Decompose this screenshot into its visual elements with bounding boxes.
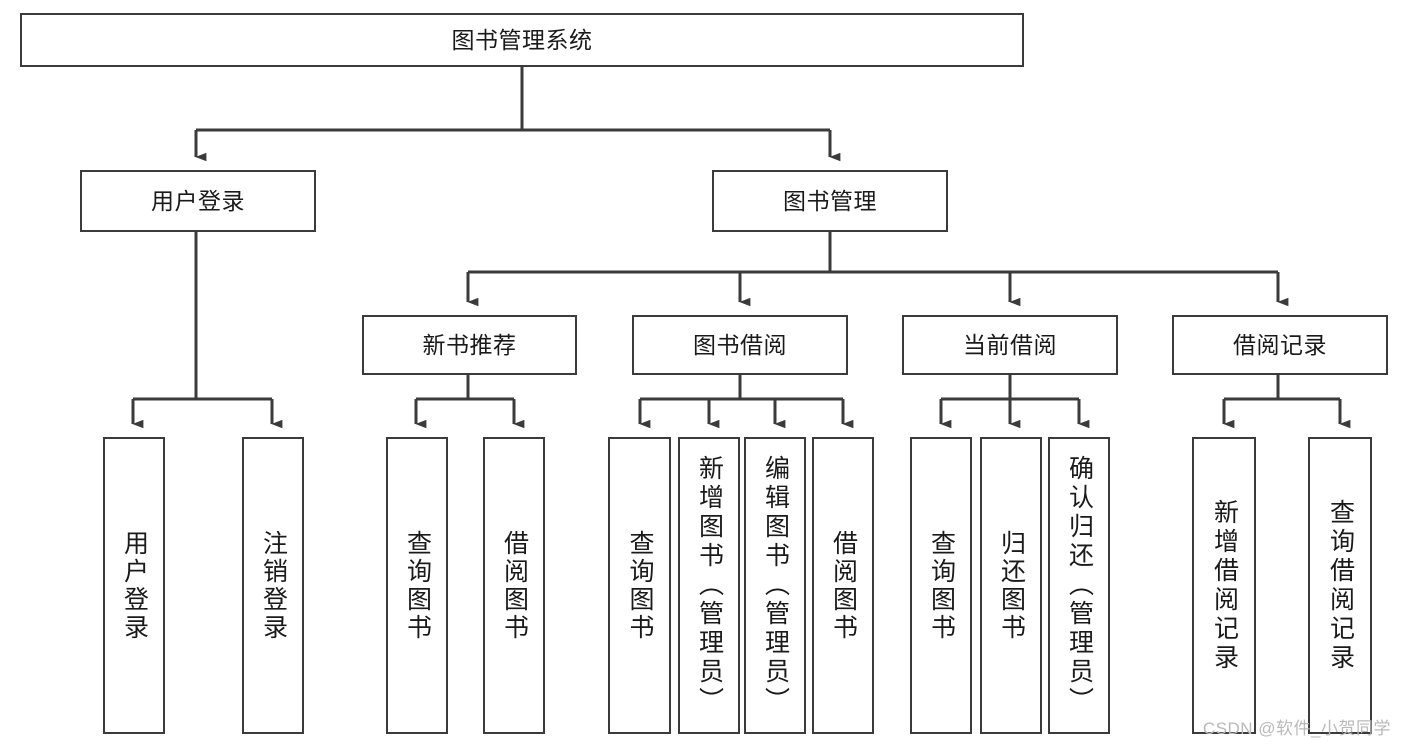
leaf-edit-book-admin-label: 编辑图书（管理员） [761, 455, 790, 716]
leaf-recommend-borrow-book-label: 借阅图书 [500, 529, 529, 642]
node-book-management[interactable]: 图书管理 [712, 170, 948, 232]
leaf-user-login[interactable]: 用户登录 [103, 437, 165, 734]
node-current-borrow[interactable]: 当前借阅 [902, 315, 1118, 375]
leaf-logout[interactable]: 注销登录 [242, 437, 304, 734]
leaf-recommend-query-book-label: 查询图书 [403, 529, 432, 642]
leaf-edit-book-admin[interactable]: 编辑图书（管理员） [744, 437, 806, 734]
leaf-add-borrow-record[interactable]: 新增借阅记录 [1192, 437, 1256, 734]
node-new-book-recommend-label: 新书推荐 [422, 331, 517, 358]
node-book-management-label: 图书管理 [783, 187, 877, 214]
leaf-add-borrow-record-label: 新增借阅记录 [1210, 498, 1239, 673]
node-current-borrow-label: 当前借阅 [963, 331, 1057, 358]
leaf-borrow-query-book[interactable]: 查询图书 [608, 437, 671, 734]
node-root[interactable]: 图书管理系统 [20, 13, 1024, 67]
leaf-borrow-book[interactable]: 借阅图书 [812, 437, 874, 734]
leaf-current-query-book-label: 查询图书 [927, 529, 956, 642]
leaf-confirm-return-admin-label: 确认归还（管理员） [1065, 455, 1094, 716]
leaf-user-login-label: 用户登录 [120, 529, 149, 642]
leaf-confirm-return-admin[interactable]: 确认归还（管理员） [1048, 437, 1110, 734]
node-user-login-label: 用户登录 [151, 187, 245, 214]
leaf-logout-label: 注销登录 [259, 529, 288, 642]
leaf-return-book-label: 归还图书 [997, 529, 1026, 642]
node-new-book-recommend[interactable]: 新书推荐 [362, 315, 577, 375]
node-book-borrow[interactable]: 图书借阅 [632, 315, 848, 375]
node-user-login[interactable]: 用户登录 [80, 170, 316, 232]
leaf-query-borrow-record-label: 查询借阅记录 [1326, 498, 1355, 673]
leaf-current-query-book[interactable]: 查询图书 [910, 437, 972, 734]
leaf-query-borrow-record[interactable]: 查询借阅记录 [1308, 437, 1372, 734]
leaf-recommend-borrow-book[interactable]: 借阅图书 [483, 437, 545, 734]
leaf-return-book[interactable]: 归还图书 [980, 437, 1042, 734]
leaf-add-book-admin-label: 新增图书（管理员） [695, 455, 724, 716]
node-borrow-record-label: 借阅记录 [1233, 331, 1327, 358]
node-book-borrow-label: 图书借阅 [693, 331, 787, 358]
leaf-add-book-admin[interactable]: 新增图书（管理员） [678, 437, 740, 734]
leaf-recommend-query-book[interactable]: 查询图书 [386, 437, 448, 734]
node-root-label: 图书管理系统 [451, 26, 593, 53]
node-borrow-record[interactable]: 借阅记录 [1172, 315, 1388, 375]
leaf-borrow-book-label: 借阅图书 [829, 529, 858, 642]
leaf-borrow-query-book-label: 查询图书 [626, 529, 654, 642]
